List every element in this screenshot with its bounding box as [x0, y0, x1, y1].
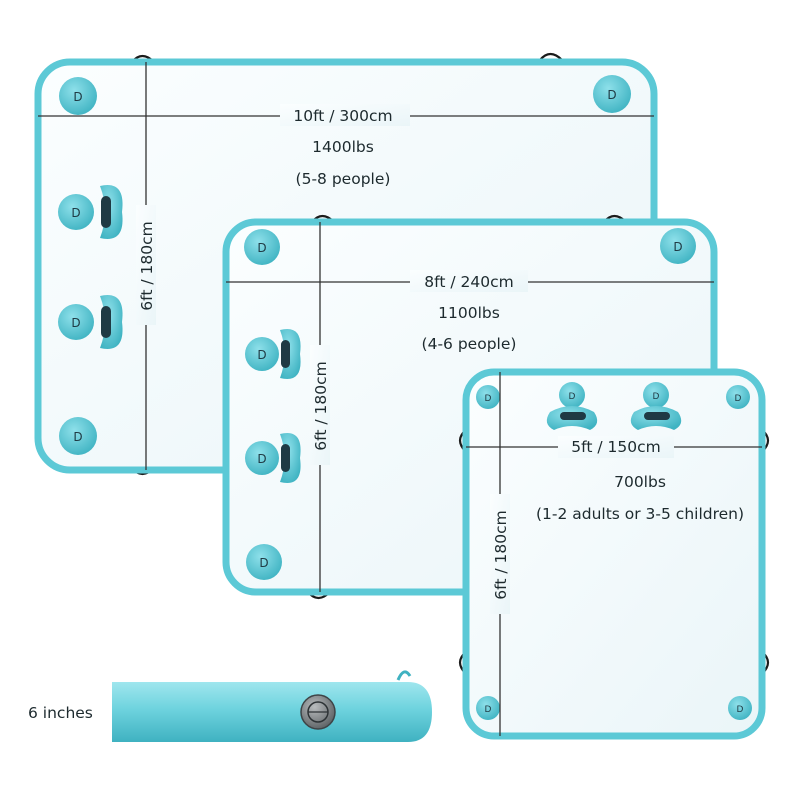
d-ring-icon: D [660, 228, 696, 264]
svg-text:D: D [673, 240, 682, 254]
dock-medium-people: (4-6 people) [422, 335, 517, 353]
grab-handle-icon: D [58, 295, 123, 349]
dock-side-tube [112, 682, 432, 742]
dock-large-capacity: 1400lbs [312, 138, 374, 156]
svg-text:D: D [73, 90, 82, 104]
svg-text:D: D [71, 206, 80, 220]
svg-text:D: D [257, 241, 266, 255]
dock-small-capacity: 700lbs [614, 473, 666, 491]
d-ring-icon: D [476, 385, 500, 409]
d-ring-icon: D [244, 229, 280, 265]
thickness-label: 6 inches [28, 704, 93, 722]
dock-small-width-label: 5ft / 150cm [571, 438, 660, 456]
d-ring-icon: D [726, 385, 750, 409]
dock-small-people: (1-2 adults or 3-5 children) [536, 505, 744, 523]
dock-large-length-label: 6ft / 180cm [138, 221, 156, 310]
d-ring-icon: D [246, 544, 282, 580]
dock-medium-length-label: 6ft / 180cm [312, 361, 330, 450]
svg-text:D: D [259, 556, 268, 570]
d-ring-icon: D [593, 75, 631, 113]
dock-thickness-profile: 6 inches [28, 670, 432, 742]
svg-text:D: D [257, 452, 266, 466]
svg-text:D: D [73, 430, 82, 444]
air-valve-icon [300, 694, 336, 730]
grab-handle-icon: D [245, 329, 301, 379]
d-ring-icon: D [476, 696, 500, 720]
dock-small: D D D D D D 5ft / 150cm 700lbs (1-2 adul… [458, 368, 770, 740]
svg-text:D: D [737, 705, 744, 715]
svg-text:D: D [569, 392, 576, 402]
grab-handle-icon: D [546, 382, 598, 430]
svg-text:D: D [735, 394, 742, 404]
svg-text:D: D [607, 88, 616, 102]
grab-handle-icon: D [245, 433, 301, 483]
d-ring-icon: D [59, 417, 97, 455]
dock-large-people: (5-8 people) [296, 170, 391, 188]
svg-text:D: D [485, 705, 492, 715]
dock-large-width-label: 10ft / 300cm [293, 107, 392, 125]
d-ring-icon: D [59, 77, 97, 115]
dock-medium-capacity: 1100lbs [438, 304, 500, 322]
svg-text:D: D [71, 316, 80, 330]
svg-text:D: D [257, 348, 266, 362]
dock-small-board [462, 368, 766, 740]
grab-handle-icon: D [630, 382, 682, 430]
dock-medium-width-label: 8ft / 240cm [424, 273, 513, 291]
svg-text:D: D [485, 394, 492, 404]
dock-small-length-label: 6ft / 180cm [492, 510, 510, 599]
svg-text:D: D [653, 392, 660, 402]
d-ring-icon: D [728, 696, 752, 720]
grab-handle-icon: D [58, 185, 123, 239]
